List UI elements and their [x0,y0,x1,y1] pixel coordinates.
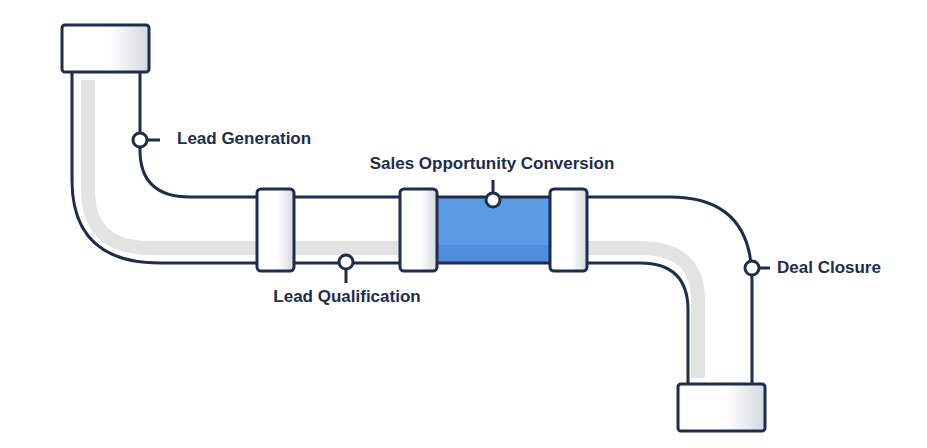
callout-dot [339,255,353,269]
callout-dot [745,261,759,275]
callout-dot [133,133,147,147]
leader-line [345,269,348,283]
leader-line [492,180,495,193]
callout-dot [486,193,500,207]
pipe-cap [678,384,765,431]
leader-line [759,267,770,270]
pipe-outline [72,72,752,385]
callout-label: Lead Qualification [273,287,420,307]
highlighted-segment-shade [437,245,550,263]
pipe-coupling [257,189,294,271]
pipe-coupling [550,189,587,271]
leader-line [147,139,160,142]
callout-label: Sales Opportunity Conversion [370,154,615,174]
callout-label: Lead Generation [177,129,311,149]
pipe-shadow [88,80,698,378]
pipe-cap [62,25,149,72]
pipe-body [72,72,752,385]
pipe-coupling [400,189,437,271]
callout-label: Deal Closure [777,258,881,278]
